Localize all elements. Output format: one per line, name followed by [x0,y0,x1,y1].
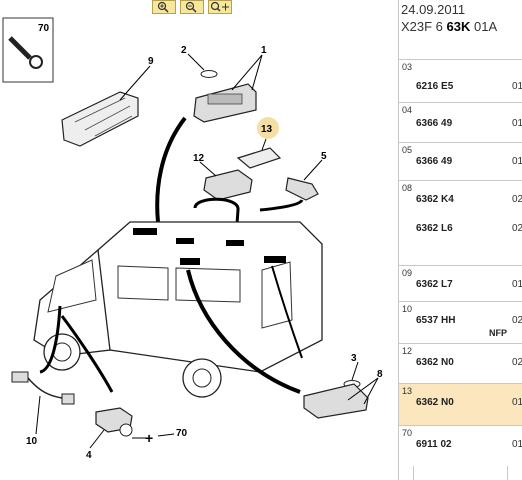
part-5-switch[interactable] [285,177,319,201]
part-10-harness[interactable] [11,371,75,405]
part-quantity: 02 [512,194,522,205]
part-note: NFP [489,328,507,338]
code-prefix: X23F 6 [401,19,447,34]
part-8-lamp[interactable] [303,383,369,419]
part-quantity: 01 [512,156,522,167]
part-13-lens[interactable] [236,147,282,169]
part-reference[interactable]: 6366 49 [416,118,453,129]
part-quantity: 01 [512,81,522,92]
row-number: 03 [402,62,413,72]
part-quantity: 01 [512,279,522,290]
row-number: 13 [402,386,413,396]
part-quantity: 01 [512,397,522,408]
part-reference[interactable]: 6362 L6 [416,223,453,234]
part-9-housing[interactable] [61,91,139,147]
parts-table: 03 6216 E5 01 04 6366 49 01 05 6366 49 0… [399,59,522,466]
zoom-in-icon [157,1,169,13]
part-reference[interactable]: 6362 N0 [416,357,454,368]
part-1-lamp[interactable] [193,83,257,123]
part-reference[interactable]: 6362 L7 [416,279,453,290]
row-number: 09 [402,268,413,278]
row-number: 08 [402,183,413,193]
parts-list-panel: 24.09.2011 X23F 6 63K 01A 03 6216 E5 01 … [398,0,522,480]
zoom-out-icon [185,1,197,13]
parts-diagram: 70 9 2 1 13 12 5 [2,17,383,461]
part-quantity: 02 [512,223,522,234]
label-2: 2 [181,45,187,56]
part-quantity: 01 [512,118,522,129]
table-row[interactable]: 03 6216 E5 01 [399,59,522,102]
table-row[interactable]: 05 6366 49 01 [399,142,522,180]
table-row-selected[interactable]: 13 6362 N0 01 [399,383,522,425]
row-number: 05 [402,145,413,155]
part-4-switch[interactable] [95,407,133,437]
label-70: 70 [38,23,50,34]
label-1: 1 [261,45,267,56]
plus-icon: + [145,430,153,446]
table-row[interactable]: 04 6366 49 01 [399,102,522,142]
table-row[interactable]: 09 6362 L7 01 [399,265,522,301]
part-quantity: 02 [512,315,522,326]
label-12: 12 [193,153,205,164]
zoom-in-button[interactable] [152,0,176,14]
label-5: 5 [321,151,327,162]
van-illustration [33,221,323,398]
label-10: 10 [26,436,38,447]
table-row[interactable]: 10 6537 HH 02 NFP [399,301,522,343]
zoom-move-button[interactable] [208,0,232,14]
label-4: 4 [86,450,92,461]
part-quantity: 02 [512,357,522,368]
part-2-bulb[interactable] [200,70,218,78]
part-reference[interactable]: 6366 49 [416,156,453,167]
highlight-circle-13 [257,117,279,139]
part-reference[interactable]: 6362 N0 [416,397,454,408]
part-quantity: 01 [512,439,522,450]
table-row[interactable]: 08 6362 K4 02 6362 L6 02 [399,180,522,265]
label-8: 8 [377,369,383,380]
date-label: 24.09.2011 [401,2,466,17]
row-number: 70 [402,428,413,438]
part-reference[interactable]: 6216 E5 [416,81,454,92]
zoom-out-button[interactable] [180,0,204,14]
part-reference[interactable]: 6537 HH [416,315,456,326]
label-3: 3 [351,353,357,364]
row-number: 10 [402,304,413,314]
table-row[interactable]: 70 6911 02 01 [399,425,522,466]
zoom-move-icon [210,1,229,12]
row-number: 04 [402,105,413,115]
part-reference[interactable]: 6362 K4 [416,194,454,205]
label-70b: 70 [176,428,188,439]
row-number: 12 [402,346,413,356]
code-bold: 63K [446,19,471,34]
table-row[interactable]: 12 6362 N0 02 [399,343,522,383]
part-reference[interactable]: 6911 02 [416,439,452,450]
zoom-toolbar [152,0,232,14]
diagram-code: X23F 6 63K 01A [401,19,497,34]
label-13: 13 [261,124,273,135]
part-12-lamp[interactable] [203,169,253,201]
label-9: 9 [148,56,154,67]
screw-part-70[interactable] [2,17,54,83]
code-suffix: 01A [470,19,498,34]
